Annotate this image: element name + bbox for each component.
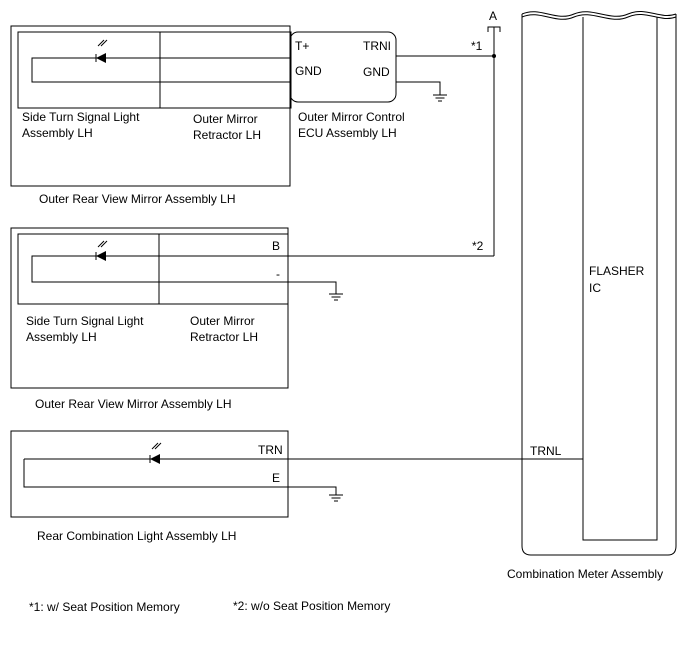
mirror-2-signal-wire xyxy=(31,255,494,294)
rear-light-title: Rear Combination Light Assembly LH xyxy=(37,529,236,543)
rear-ground-wire xyxy=(23,459,337,495)
meter-title: Combination Meter Assembly xyxy=(507,567,663,581)
mirror-assembly-1-inner-box xyxy=(17,31,292,109)
mirror-1-signal-wire xyxy=(31,57,291,83)
note-ref-1: *1 xyxy=(471,39,483,53)
ecu-name-2: ECU Assembly LH xyxy=(298,126,397,140)
ecu-ground-wire xyxy=(396,81,441,95)
mirror-1-title: Outer Rear View Mirror Assembly LH xyxy=(39,192,236,206)
note-ref-2: *2 xyxy=(472,239,484,253)
led-icon xyxy=(149,442,162,464)
ecu-pin-trni: TRNI xyxy=(363,39,391,53)
mirror-2-title: Outer Rear View Mirror Assembly LH xyxy=(35,397,232,411)
mirror-assembly-1-box xyxy=(10,25,291,187)
ground-icon xyxy=(329,293,343,301)
mirror-1-retractor-label-1: Outer Mirror xyxy=(193,112,258,126)
ecu-box xyxy=(289,31,397,103)
mirror-1-retractor-label-2: Retractor LH xyxy=(193,128,261,142)
mirror-assembly-2-box xyxy=(10,227,289,389)
ecu-pin-t-plus: T+ xyxy=(295,39,309,53)
mirror-1-signal-label-1: Side Turn Signal Light xyxy=(22,110,140,124)
meter-pin-trnl: TRNL xyxy=(530,444,562,458)
connector-a-label: A xyxy=(489,9,497,23)
led-icon xyxy=(95,240,108,261)
note-2: *2: w/o Seat Position Memory xyxy=(233,599,390,613)
ground-icon xyxy=(433,94,447,102)
meter-break-line xyxy=(521,10,677,17)
note-1: *1: w/ Seat Position Memory xyxy=(29,600,180,614)
mirror-2-pin-b: B xyxy=(272,239,280,253)
mirror-2-retractor-label-1: Outer Mirror xyxy=(190,314,255,328)
meter-break-line-2 xyxy=(521,13,677,20)
mirror-2-signal-label-2: Assembly LH xyxy=(26,330,97,344)
ecu-pin-gnd-right: GND xyxy=(363,65,390,79)
rear-pin-trn: TRN xyxy=(258,443,283,457)
led-icon xyxy=(95,39,108,63)
combination-meter-outline xyxy=(521,14,677,556)
ecu-pin-gnd-left: GND xyxy=(295,64,322,78)
flasher-ic-box xyxy=(582,17,658,541)
mirror-assembly-2-inner-box xyxy=(17,233,289,305)
mirror-2-pin-minus: - xyxy=(276,267,280,281)
flasher-label-1: FLASHER xyxy=(589,264,645,278)
mirror-1-signal-label-2: Assembly LH xyxy=(22,126,93,140)
rear-light-box xyxy=(10,430,289,518)
ecu-name-1: Outer Mirror Control xyxy=(298,110,405,124)
flasher-label-2: IC xyxy=(589,281,601,295)
mirror-2-retractor-label-2: Retractor LH xyxy=(190,330,258,344)
rear-pin-e: E xyxy=(272,471,280,485)
mirror-2-signal-label-1: Side Turn Signal Light xyxy=(26,314,144,328)
ground-icon xyxy=(329,494,343,502)
splice-dot xyxy=(492,54,496,58)
